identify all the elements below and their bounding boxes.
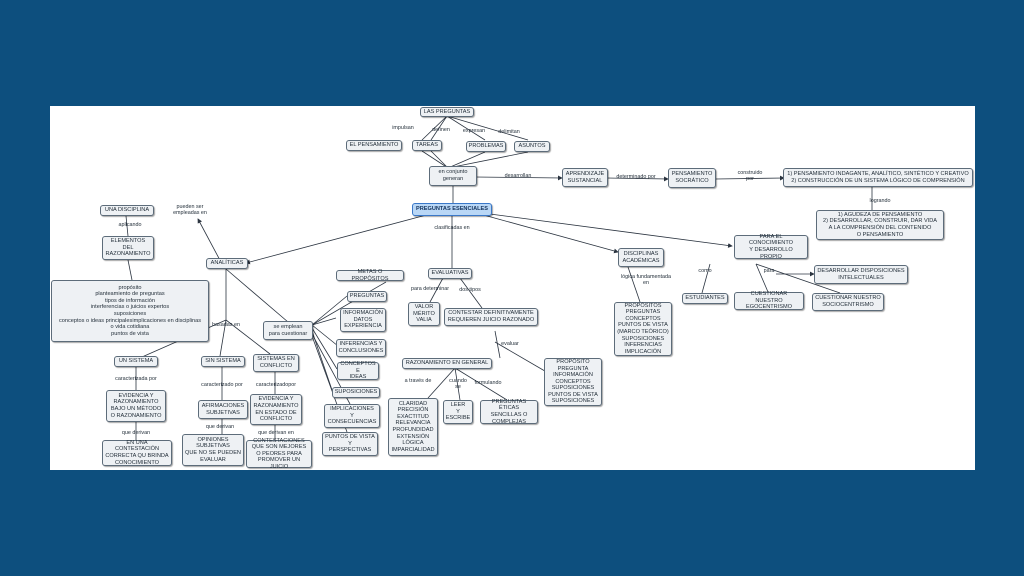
propositos-list-node: PROPÓSITOS PREGUNTAS CONCEPTOS PUNTOS DE… xyxy=(614,302,672,356)
el-pensamiento-node: EL PENSAMIENTO xyxy=(346,140,402,151)
sociocentrismo-node: CUESTIONAR NUESTRO SOCIOCENTRISMO xyxy=(812,293,884,311)
preguntas-node: PREGUNTAS xyxy=(347,291,387,302)
puntos-vista-node: PUNTOS DE VISTA Y PERSPECTIVAS xyxy=(322,432,378,456)
link-construido-por: construido por xyxy=(737,170,763,183)
link-cuando-se: cuando se xyxy=(449,378,467,391)
link-como: como xyxy=(698,268,712,274)
contestacion-correcta-node: EN UNA CONTESTACIÓN CORRECTA QU BRINDA C… xyxy=(102,440,172,466)
agudeza-node: 1) AGUDEZA DE PENSAMIENTO 2) DESARROLLAR… xyxy=(816,210,944,240)
concept-map: LAS PREGUNTAS EL PENSAMIENTO TAREAS PROB… xyxy=(50,106,975,470)
un-sistema-node: UN SISTEMA xyxy=(114,356,158,367)
sin-sistema-node: SIN SISTEMA xyxy=(201,356,245,367)
link-evaluar: evaluar xyxy=(501,341,519,347)
asuntos-node: ASUNTOS xyxy=(514,141,550,152)
link-delimitan: delimitan xyxy=(498,129,520,135)
link-formulando: formulando xyxy=(474,380,502,386)
link-impulsan: impulsan xyxy=(392,125,414,131)
pensamiento-indagante-node: 1) PENSAMIENTO INDAGANTE, ANALÍTICO, SIN… xyxy=(783,168,973,187)
razonamiento-general-node: RAZONAMIENTO EN GENERAL xyxy=(402,358,492,369)
evaluativas-node: EVALUATIVAS xyxy=(428,268,472,279)
se-emplean-node: se emplean para cuestionar xyxy=(263,321,313,340)
link-definen: definen xyxy=(432,127,450,133)
link-logrando: logrando xyxy=(869,198,891,204)
claridad-node: CLARIDAD PRECISIÓN EXACTITUD RELEVANCIA … xyxy=(388,398,438,456)
elementos-razonamiento-node: ELEMENTOS DEL RAZONAMIENTO xyxy=(102,236,154,260)
en-conjunto-node: en conjunto generan xyxy=(429,166,477,186)
link-para: para xyxy=(763,268,775,274)
inferencias-node: INFERENCIAS Y CONCLUSIONES xyxy=(336,339,386,357)
link-desarrollan: desarrollan xyxy=(504,173,532,179)
link-que-derivan-2: que derivan xyxy=(205,424,235,430)
link-pueden-ser: pueden ser empleadas en xyxy=(173,204,207,217)
link-determinado-por: determinado por xyxy=(616,174,656,180)
una-disciplina-node: UNA DISCIPLINA xyxy=(100,205,154,216)
disposiciones-node: DESARROLLAR DISPOSICIONES INTELECTUALES xyxy=(814,265,908,284)
link-logica-fundamentada: lógica fundamentada en xyxy=(620,274,672,287)
link-caracterizadopor: caracterizadopor xyxy=(255,382,297,388)
proposito-list-node: propósito planteamiento de preguntas tip… xyxy=(51,280,209,342)
link-caracterizada-por: caracterizada por xyxy=(115,376,157,382)
para-conocimiento-node: PARA EL CONOCIMIENTO Y DESARROLLO PROPIO xyxy=(734,234,808,260)
link-aplicando: aplicando xyxy=(118,222,142,228)
metas-node: METAS O PROPÓSITOS xyxy=(336,269,404,282)
link-que-derivan-1: que derivan xyxy=(121,430,151,436)
disciplinas-academicas-node: DISCIPLINAS ACADÉMICAS xyxy=(618,248,664,267)
problemas-node: PROBLEMAS xyxy=(466,141,506,152)
contestar-definitivamente-node: CONTESTAR DEFINITIVAMENTE REQUIEREN JUIC… xyxy=(444,308,538,326)
link-que-derivan-en: que derivan en xyxy=(258,430,294,436)
link-a-traves-de: a través de xyxy=(404,378,432,384)
proposito-evaluar-node: PROPÓSITO PREGUNTA INFORMACIÓN CONCEPTOS… xyxy=(544,358,602,406)
link-dos-tipos: dos tipos xyxy=(459,287,481,293)
evidencia-metodo-node: EVIDENCIA Y RAZONAMIENTO BAJO UN MÉTODO … xyxy=(106,390,166,422)
implicaciones-node: IMPLICACIONES Y CONSECUENCIAS xyxy=(324,404,380,428)
link-para-determinar: para determinar xyxy=(410,286,450,292)
link-basadas-en: basadas en xyxy=(212,322,240,328)
evidencia-conflicto-node: EVIDENCIA Y RAZONAMIENTO EN ESTADO DE CO… xyxy=(250,394,302,425)
las-preguntas-node: LAS PREGUNTAS xyxy=(420,107,474,117)
aprendizaje-sustancial-node: APRENDIZAJE SUSTANCIAL xyxy=(562,168,608,187)
link-clasificadas-en: clasificadas en xyxy=(434,225,470,231)
preguntas-eticas-node: PREGUNTAS ÉTICAS SENCILLAS O COMPLEJAS xyxy=(480,399,538,425)
analiticas-node: ANALÍTICAS xyxy=(206,258,248,269)
contestaciones-mejores-node: CONTESTACIONES QUE SON MEJORES O PEORES … xyxy=(246,438,312,470)
link-expresan: expresan xyxy=(462,128,486,134)
pensamiento-socratico-node: PENSAMIENTO SOCRÁTICO xyxy=(668,168,716,188)
conceptos-ideas-node: CONCEPTOS E IDEAS xyxy=(337,361,379,380)
suposiciones-node: SUPOSICIONES xyxy=(332,387,380,398)
preguntas-esenciales-node: PREGUNTAS ESENCIALES xyxy=(412,203,492,216)
informacion-datos-node: INFORMACIÓN DATOS EXPERIENCIA xyxy=(340,308,386,332)
egocentrismo-node: CUESTIONAR NUESTRO EGOCENTRISMO xyxy=(734,291,804,310)
estudiantes-node: ESTUDIANTES xyxy=(682,293,728,304)
link-caracterizado-por: caracterizado por xyxy=(201,382,243,388)
tareas-node: TAREAS xyxy=(412,140,442,151)
afirmaciones-node: AFIRMACIONES SUBJETIVAS xyxy=(198,400,248,419)
valor-node: VALOR MÉRITO VALIA xyxy=(408,302,440,326)
sistemas-conflicto-node: SISTEMAS EN CONFLICTO xyxy=(253,354,299,372)
leer-node: LEER Y ESCRIBE xyxy=(443,400,473,424)
opiniones-node: OPINIONES SUBJETIVAS QUE NO SE PUEDEN EV… xyxy=(182,434,244,466)
